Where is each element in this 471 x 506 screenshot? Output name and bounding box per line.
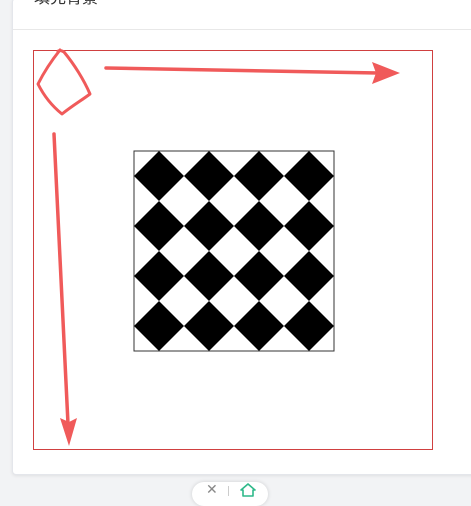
pattern-diamond <box>134 201 184 251</box>
annotation-arrow-right-shaft <box>104 66 380 75</box>
pattern-diamond <box>284 201 334 251</box>
pattern-diamond <box>234 251 284 301</box>
toolbar-divider <box>228 486 229 496</box>
pattern-diamond <box>184 201 234 251</box>
pattern-border <box>133 150 335 352</box>
pattern-diamond <box>134 251 184 301</box>
canvas-drawing <box>36 48 400 446</box>
annotation-arrow-right-head <box>372 62 400 84</box>
pattern-diamond <box>284 151 334 201</box>
annotation-arrow-down-shaft <box>52 132 70 426</box>
annotation-arrow-down-head <box>60 418 77 446</box>
pattern-diamond <box>284 301 334 351</box>
bottom-toolbar: ✕ <box>192 482 268 506</box>
pattern-diamond <box>234 301 284 351</box>
card-title: 填充背景 <box>34 0 98 8</box>
home-icon[interactable] <box>240 482 256 501</box>
annotation-diamond-sketch <box>36 48 92 116</box>
checker-pattern <box>133 150 335 352</box>
annotations <box>36 48 400 446</box>
pattern-diamond <box>184 301 234 351</box>
pattern-diamond <box>134 151 184 201</box>
pattern-diamond <box>184 151 234 201</box>
pattern-canvas <box>33 50 433 450</box>
pattern-diamond <box>234 201 284 251</box>
pattern-diamond <box>234 151 284 201</box>
pattern-diamond <box>184 251 234 301</box>
card-header: 填充背景 <box>13 0 471 30</box>
pattern-diamond <box>134 301 184 351</box>
pattern-diamond <box>284 251 334 301</box>
close-icon[interactable]: ✕ <box>206 482 218 498</box>
